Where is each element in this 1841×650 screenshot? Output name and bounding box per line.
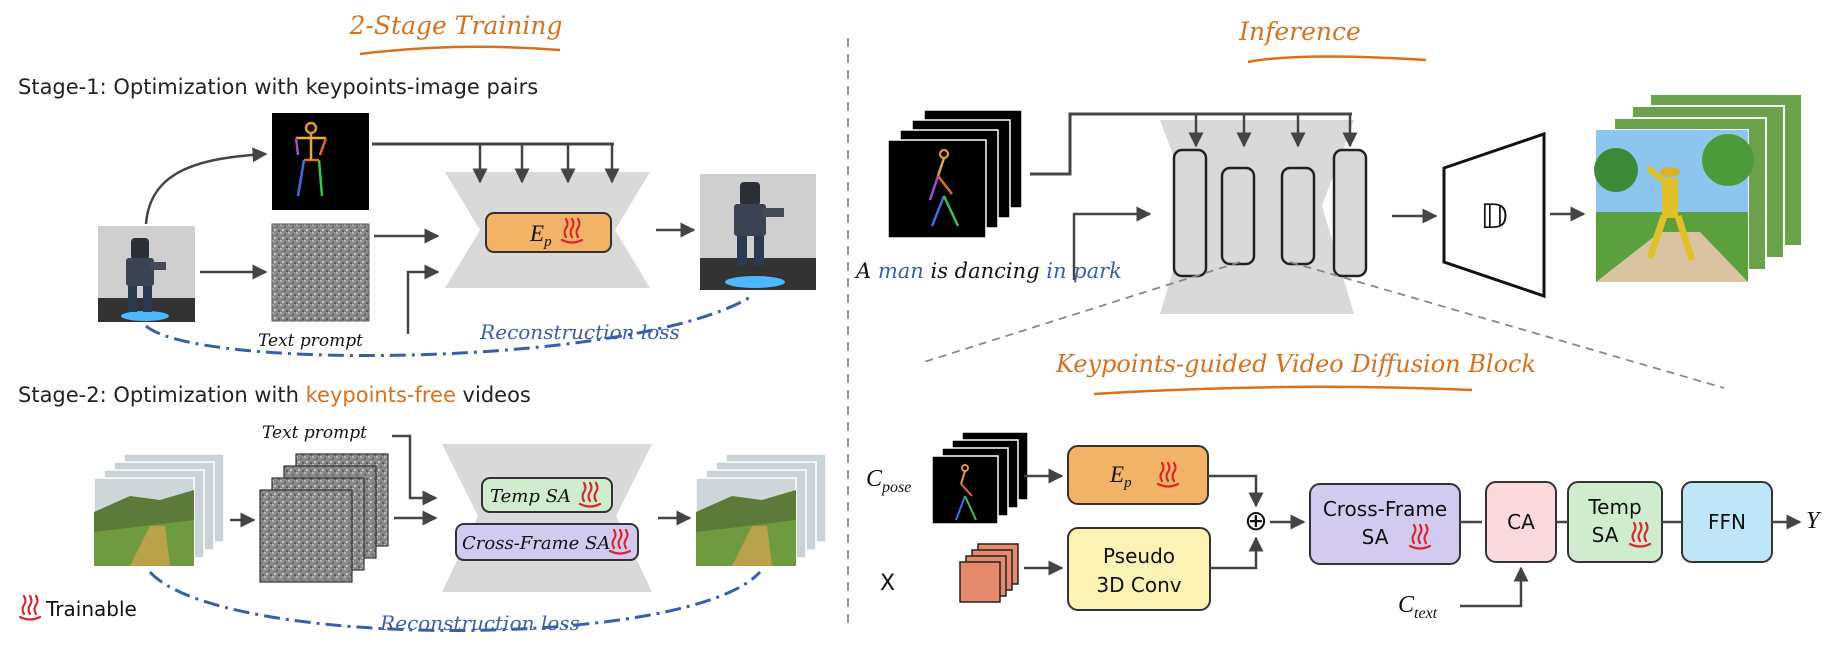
stage2-cross-frame-label: Cross-Frame SA — [462, 533, 610, 554]
stage1-encoder-label: Ep — [529, 221, 552, 250]
block-keypoint-frames — [931, 431, 1029, 525]
training-title-underline — [359, 45, 561, 56]
inference-title: Inference — [1238, 17, 1361, 46]
stage1-text-prompt: Text prompt — [258, 331, 363, 351]
c-pose-label: Cpose — [866, 466, 911, 496]
c-text-label: Ctext — [1398, 592, 1438, 622]
ffn-label: FFN — [1708, 510, 1746, 534]
unet-block-4 — [1332, 148, 1368, 278]
stage2-input-video — [93, 453, 225, 567]
stage2-loss-label: Reconstruction loss — [379, 611, 580, 635]
stage2-text-prompt: Text prompt — [262, 423, 367, 443]
block-encoder-box — [1067, 445, 1209, 505]
stage1-input-image — [98, 226, 195, 322]
temp-sa-line1: Temp — [1587, 495, 1641, 519]
pseudo-3d-conv-line1: Pseudo — [1103, 544, 1175, 568]
block-title-underline — [1093, 385, 1473, 396]
unet-block-2 — [1220, 166, 1256, 266]
stage1-arrow-text-to-unet — [406, 264, 440, 334]
stage1-keypoint-image — [272, 113, 369, 210]
block-latent-stack — [959, 543, 1019, 603]
arrow-text-to-ca — [1460, 566, 1529, 608]
inference-control-line — [1030, 112, 1352, 176]
stage2-arrow-text-to-unet — [392, 434, 438, 506]
unet-block-1 — [1172, 148, 1208, 278]
stage2-temp-sa-label: Temp SA — [490, 486, 571, 507]
inference-prompt: A man is dancing in park — [854, 259, 1122, 283]
stage2-unet — [442, 444, 652, 592]
block-encoder-label: Ep — [1109, 462, 1132, 491]
ca-label: CA — [1507, 510, 1535, 534]
cross-frame-sa-box — [1309, 483, 1461, 565]
x-label: X — [880, 571, 895, 596]
stage2-output-video — [695, 453, 827, 567]
arrow-encoder-to-sum — [1208, 474, 1264, 508]
unet-block-3 — [1280, 166, 1316, 266]
stage2-noise-latents — [259, 453, 389, 583]
temp-sa-box — [1567, 481, 1663, 563]
inference-title-underline — [1247, 55, 1427, 64]
cross-frame-sa-line2: SA — [1362, 525, 1389, 549]
stage2-heading: Stage-2: Optimization with keypoints-fre… — [18, 383, 531, 407]
zoom-line-right — [1289, 261, 1725, 389]
stage1-skeleton-icon — [294, 121, 328, 197]
stage1-noise-latent — [271, 223, 370, 322]
stage1-loss-curve — [145, 294, 753, 358]
stage1-heading: Stage-1: Optimization with keypoints-ima… — [18, 75, 538, 99]
arrow-conv-to-sum — [1210, 536, 1264, 570]
inference-arrow-text-to-unet — [1072, 206, 1152, 280]
inference-keypoint-frames — [887, 109, 1023, 239]
temp-sa-line2: SA — [1592, 523, 1619, 547]
stage2-cross-frame-box — [455, 523, 639, 561]
sum-symbol: ⊕ — [1244, 504, 1267, 537]
decoder-box — [1442, 131, 1546, 299]
inference-output-video — [1594, 93, 1803, 283]
y-label: Y — [1806, 508, 1822, 534]
stage1-output-image — [700, 174, 816, 290]
block-title: Keypoints-guided Video Diffusion Block — [1055, 350, 1536, 378]
pseudo-3d-conv-box — [1067, 527, 1211, 611]
stage1-arrow-image-to-keypoints — [144, 147, 268, 225]
legend-trainable-label: Trainable — [45, 597, 137, 621]
decoder-symbol: 𝔻 — [1480, 197, 1508, 237]
pseudo-3d-conv-line2: 3D Conv — [1096, 573, 1181, 597]
stage2-loss-curve — [148, 570, 762, 632]
legend-trainable-icon — [18, 594, 42, 621]
cross-frame-sa-line1: Cross-Frame — [1323, 497, 1447, 521]
training-title: 2-Stage Training — [349, 11, 563, 40]
